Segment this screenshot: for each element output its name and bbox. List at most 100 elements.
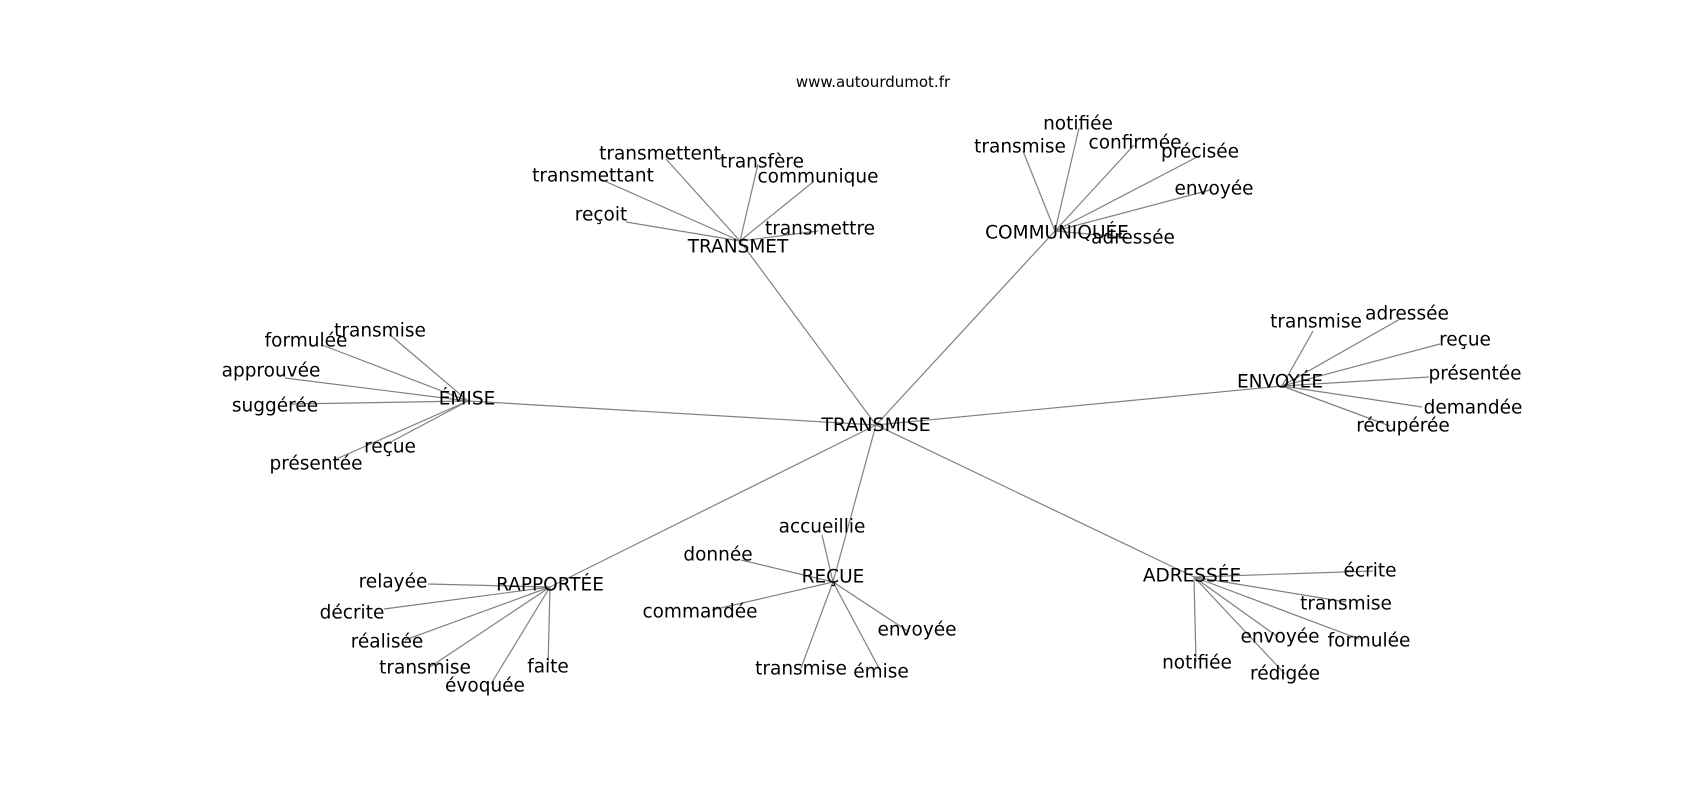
hub-word[interactable]: ADRESSÉE bbox=[1143, 565, 1241, 587]
hub-word[interactable]: RAPPORTÉE bbox=[496, 574, 604, 596]
leaf-word[interactable]: accueillie bbox=[779, 517, 866, 538]
leaf-word[interactable]: transmettent bbox=[599, 144, 721, 165]
leaf-edge bbox=[739, 181, 814, 242]
leaf-edge bbox=[490, 586, 551, 685]
leaf-edge bbox=[1022, 150, 1056, 232]
leaf-word[interactable]: reçue bbox=[1439, 330, 1491, 351]
leaf-edge bbox=[1281, 385, 1391, 427]
graph-edges bbox=[284, 127, 1441, 685]
leaf-word[interactable]: envoyée bbox=[1240, 627, 1319, 648]
hub-word[interactable]: ENVOYÉE bbox=[1237, 371, 1323, 393]
leaf-word[interactable]: émise bbox=[853, 662, 909, 683]
leaf-edge bbox=[1193, 576, 1347, 603]
leaf-edge bbox=[1281, 343, 1441, 387]
leaf-edge bbox=[1054, 144, 1135, 232]
leaf-word[interactable]: transmise bbox=[1300, 594, 1392, 615]
leaf-edge bbox=[599, 178, 741, 242]
leaf-word[interactable]: formulée bbox=[265, 331, 348, 352]
leaf-word[interactable]: transmise bbox=[334, 321, 426, 342]
leaf-word[interactable]: transfère bbox=[720, 152, 804, 173]
leaf-word[interactable]: communique bbox=[758, 167, 879, 188]
leaf-edge bbox=[1193, 570, 1374, 578]
leaf-edge bbox=[1193, 576, 1279, 638]
leaf-word[interactable]: présentée bbox=[269, 454, 362, 475]
leaf-word[interactable]: envoyée bbox=[1174, 179, 1253, 200]
leaf-word[interactable]: transmise bbox=[1270, 312, 1362, 333]
center-word[interactable]: TRANSMISE bbox=[820, 414, 930, 436]
leaf-word[interactable]: suggérée bbox=[232, 396, 318, 417]
leaf-edge bbox=[1281, 385, 1423, 408]
leaf-word[interactable]: approuvée bbox=[222, 361, 321, 382]
leaf-word[interactable]: évoquée bbox=[445, 676, 525, 697]
leaf-word[interactable]: relayée bbox=[359, 572, 428, 593]
leaf-edge bbox=[1193, 576, 1360, 640]
leaf-edge bbox=[821, 534, 834, 583]
leaf-edge bbox=[1054, 189, 1211, 232]
center-edge bbox=[875, 385, 1283, 426]
leaf-word[interactable]: commandée bbox=[642, 602, 757, 623]
leaf-edge bbox=[739, 163, 759, 242]
leaf-word[interactable]: transmettant bbox=[532, 166, 654, 187]
leaf-word[interactable]: transmise bbox=[379, 658, 471, 679]
leaf-word[interactable]: transmise bbox=[974, 137, 1066, 158]
leaf-edge bbox=[711, 581, 834, 611]
hub-word[interactable]: COMMUNIQUÉE bbox=[985, 222, 1129, 244]
leaf-edge bbox=[1281, 330, 1314, 387]
leaf-word[interactable]: notifiée bbox=[1043, 114, 1113, 135]
center-edge bbox=[875, 230, 1056, 426]
center-edge bbox=[549, 424, 877, 588]
leaf-word[interactable]: faite bbox=[527, 657, 569, 678]
hub-word[interactable]: ÉMISE bbox=[439, 388, 496, 410]
leaf-word[interactable]: transmise bbox=[755, 659, 847, 680]
leaf-edge bbox=[832, 581, 881, 671]
leaf-word[interactable]: transmettre bbox=[765, 219, 875, 240]
center-edge bbox=[739, 240, 877, 426]
hub-word[interactable]: TRANSMET bbox=[687, 237, 789, 258]
leaf-edge bbox=[1193, 576, 1197, 663]
leaf-edge bbox=[1054, 230, 1123, 238]
leaf-edge bbox=[333, 400, 469, 461]
leaf-edge bbox=[321, 344, 469, 402]
leaf-word[interactable]: demandée bbox=[1424, 398, 1523, 419]
leaf-edge bbox=[384, 400, 469, 446]
leaf-edge bbox=[800, 581, 834, 669]
leaf-word[interactable]: adressée bbox=[1091, 228, 1175, 249]
leaf-edge bbox=[291, 400, 469, 405]
leaf-word[interactable]: confirmée bbox=[1089, 133, 1182, 154]
leaf-word[interactable]: écrite bbox=[1344, 561, 1397, 582]
leaf-word[interactable]: présentée bbox=[1428, 364, 1521, 385]
leaf-word[interactable]: envoyée bbox=[877, 620, 956, 641]
center-edge bbox=[467, 400, 877, 426]
leaf-edge bbox=[1281, 318, 1401, 387]
leaf-word[interactable]: récupérée bbox=[1356, 416, 1450, 437]
leaf-edge bbox=[547, 586, 551, 668]
leaf-edge bbox=[1054, 127, 1080, 232]
leaf-edge bbox=[740, 559, 834, 583]
site-label: www.autourdumot.fr bbox=[796, 73, 951, 91]
leaf-word[interactable]: réalisée bbox=[351, 632, 424, 653]
hub-word[interactable]: REÇUE bbox=[802, 567, 865, 588]
leaf-word[interactable]: reçue bbox=[364, 437, 416, 458]
leaf-edge bbox=[665, 158, 741, 242]
leaf-edge bbox=[404, 586, 551, 641]
leaf-word[interactable]: donnée bbox=[683, 545, 752, 566]
leaf-edge bbox=[388, 333, 469, 402]
leaf-edge bbox=[427, 583, 551, 588]
leaf-word[interactable]: formulée bbox=[1328, 631, 1411, 652]
leaf-word[interactable]: notifiée bbox=[1162, 653, 1232, 674]
leaf-edge bbox=[832, 581, 910, 633]
leaf-edge bbox=[383, 586, 551, 610]
leaf-edge bbox=[625, 221, 741, 242]
leaf-edge bbox=[1281, 376, 1430, 387]
leaf-edge bbox=[1193, 576, 1286, 675]
leaf-word[interactable]: précisée bbox=[1161, 142, 1239, 163]
leaf-word[interactable]: adressée bbox=[1365, 304, 1449, 325]
leaf-word[interactable]: rédigée bbox=[1250, 664, 1320, 685]
leaf-word[interactable]: décrite bbox=[320, 603, 385, 624]
center-edge bbox=[875, 424, 1195, 578]
center-edge bbox=[832, 424, 877, 583]
leaf-word[interactable]: reçoit bbox=[575, 205, 627, 226]
leaf-edge bbox=[284, 377, 469, 402]
